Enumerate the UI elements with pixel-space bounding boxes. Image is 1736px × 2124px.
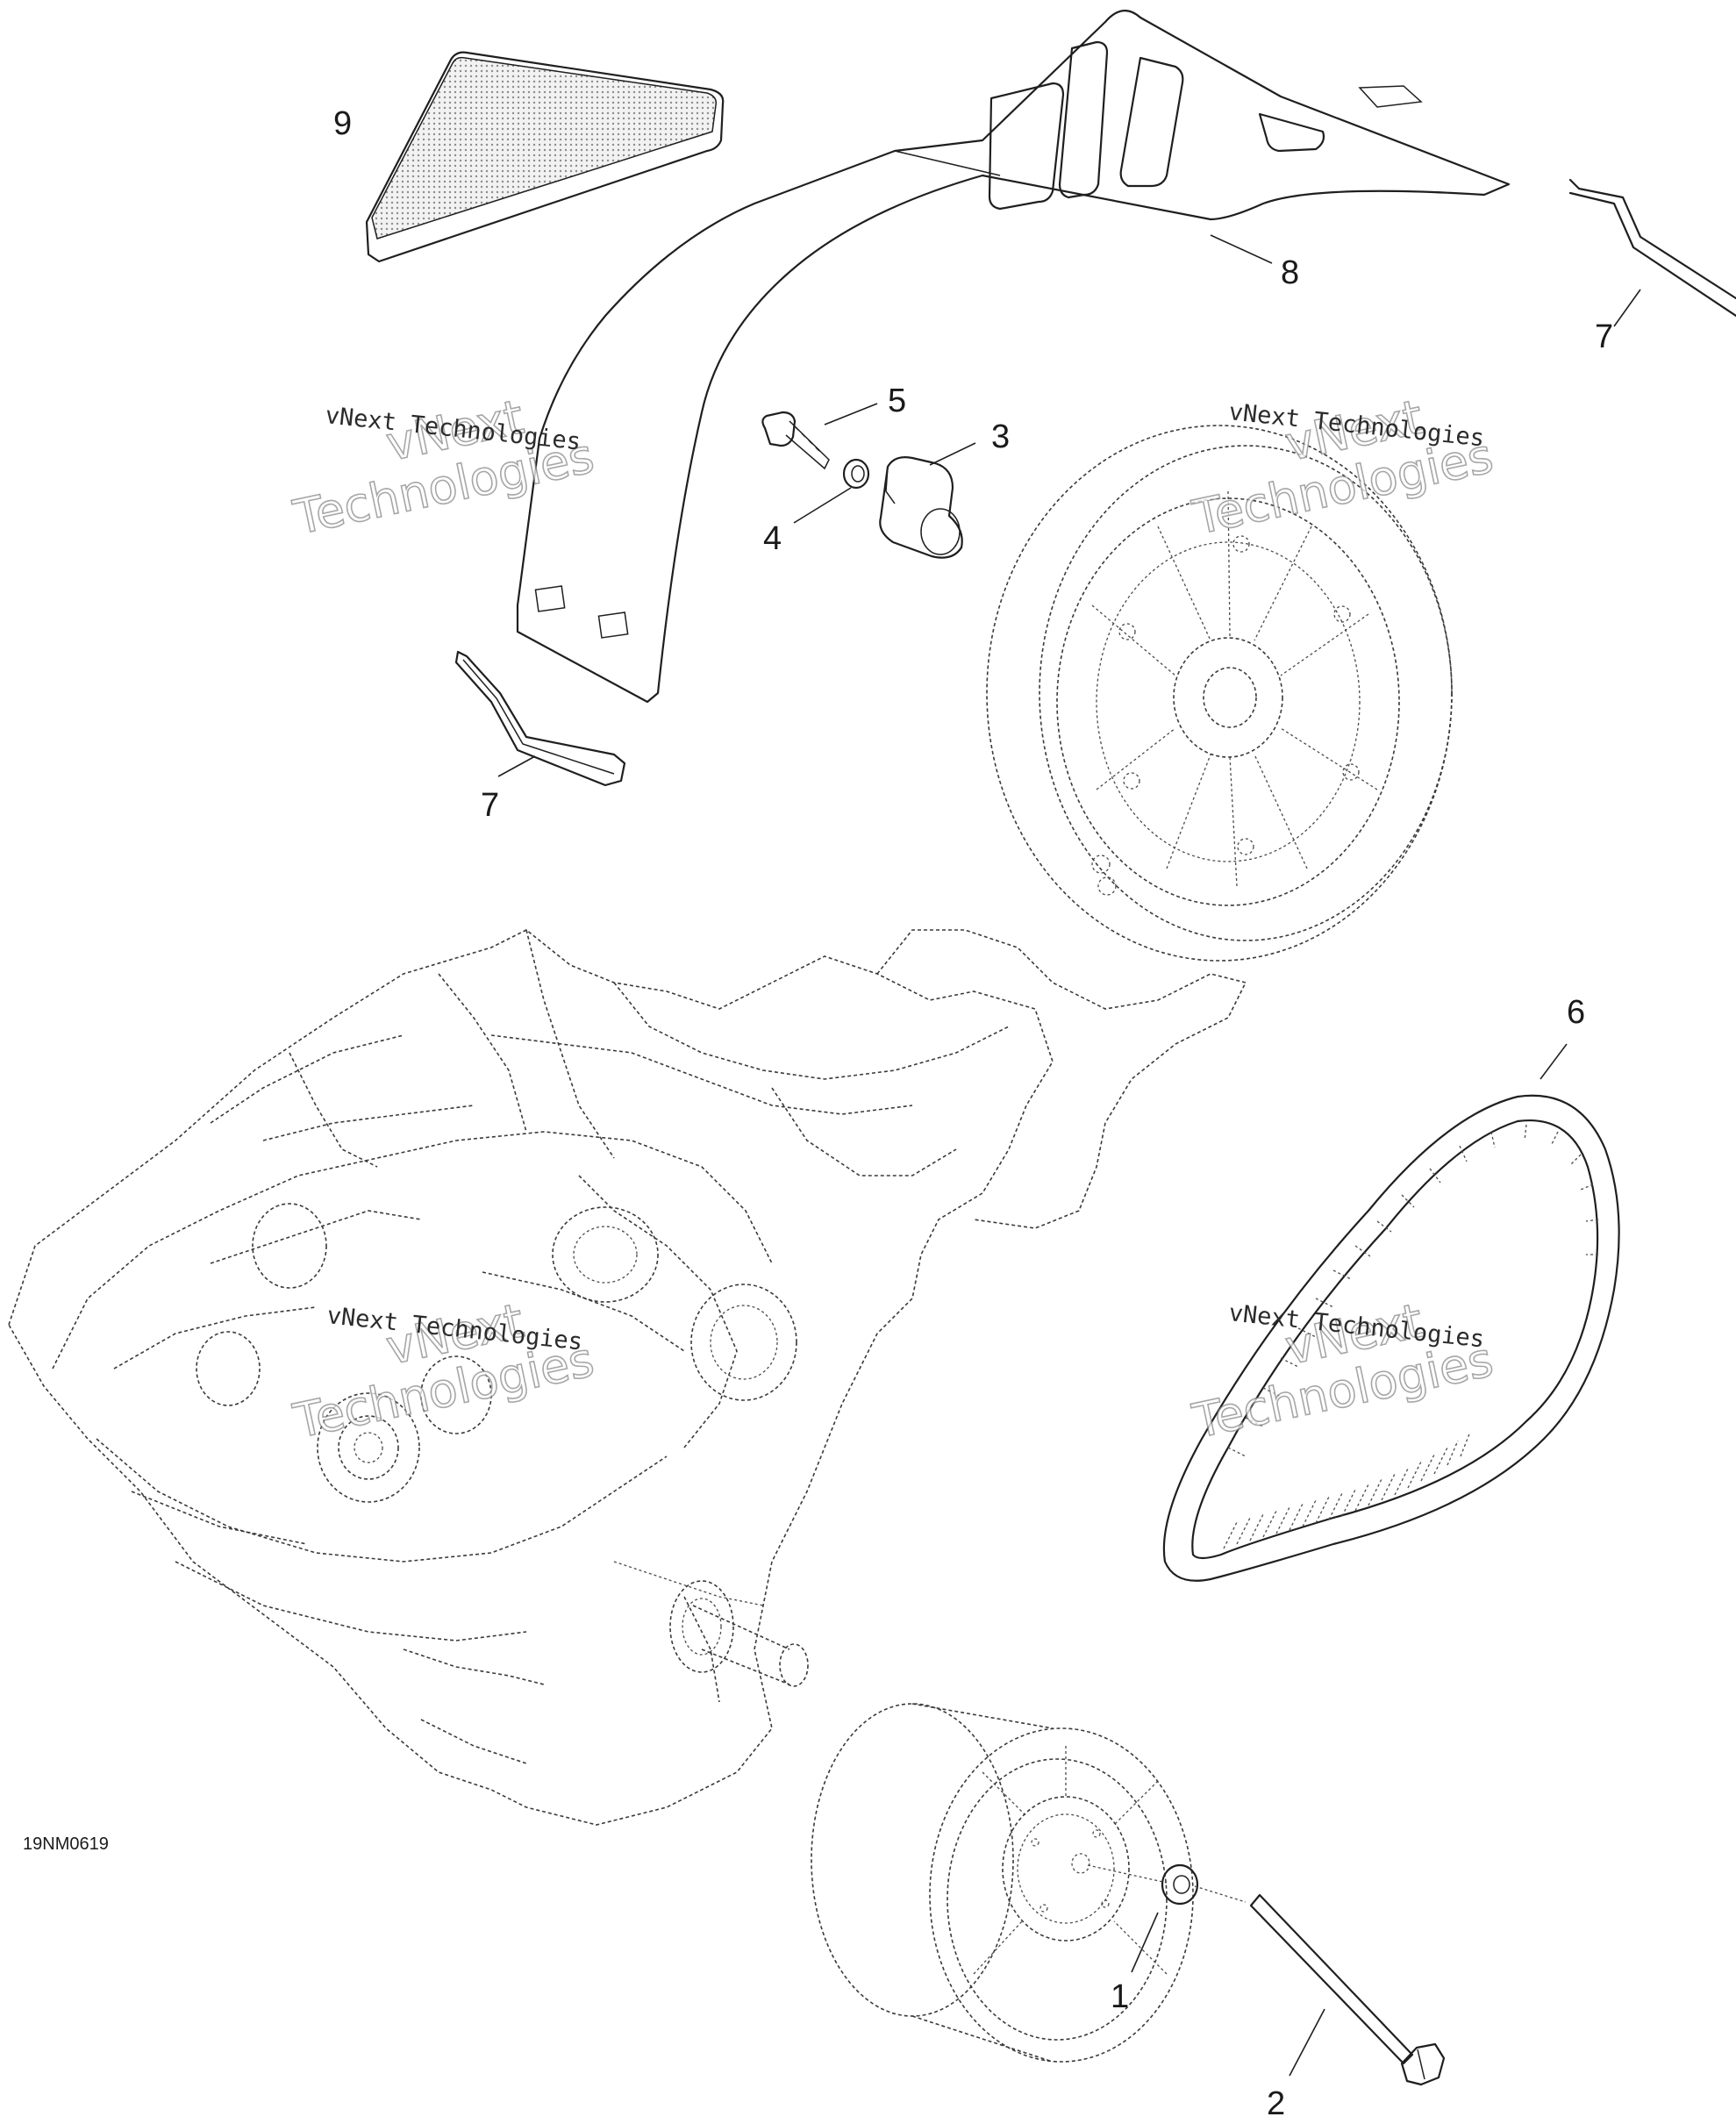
callout-9: 9 bbox=[333, 105, 352, 142]
part-8-belt-guard bbox=[516, 10, 1511, 704]
callout-8: 8 bbox=[1281, 254, 1299, 291]
callout-3: 3 bbox=[991, 418, 1010, 455]
part-9-mesh-pad bbox=[365, 51, 725, 263]
watermark-1: vNext Technologies vNext Technologies bbox=[288, 389, 599, 547]
callout-5: 5 bbox=[888, 383, 906, 419]
watermark-4: vNext Technologies vNext Technologies bbox=[1187, 1292, 1498, 1450]
part-3-spacer bbox=[879, 442, 976, 559]
callout-7-right: 7 bbox=[1595, 318, 1613, 355]
callout-7-left: 7 bbox=[481, 787, 499, 824]
figure-code: 19NM0619 bbox=[23, 1834, 109, 1854]
part-7-seal-strip-right bbox=[1568, 178, 1736, 327]
watermark-3: vNext Technologies vNext Technologies bbox=[288, 1292, 599, 1450]
watermark-2: vNext Technologies vNext Technologies bbox=[1187, 389, 1498, 547]
part-5-bolt bbox=[761, 403, 878, 470]
engine-assembly-phantom bbox=[8, 929, 1247, 1826]
callout-1: 1 bbox=[1111, 1978, 1129, 2015]
driven-pulley-phantom bbox=[986, 425, 1453, 962]
part-1-washer bbox=[1087, 1863, 1199, 1973]
callout-2: 2 bbox=[1267, 2085, 1285, 2122]
part-7-seal-strip-left bbox=[454, 650, 626, 787]
part-6-drive-belt bbox=[1162, 1043, 1620, 1582]
part-4-lock-washer bbox=[793, 458, 870, 524]
callout-6: 6 bbox=[1567, 994, 1585, 1031]
callout-4: 4 bbox=[763, 520, 782, 557]
part-2-long-bolt bbox=[1194, 1885, 1446, 2086]
drive-pulley-phantom bbox=[811, 1703, 1194, 2063]
